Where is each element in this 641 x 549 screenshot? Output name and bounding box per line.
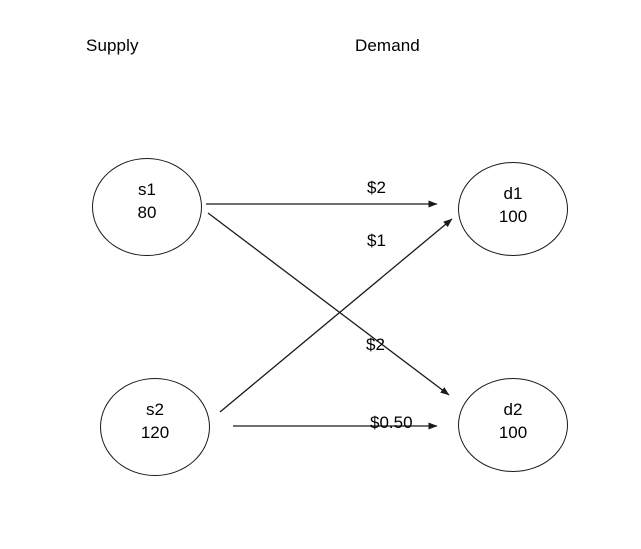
- edge-label-s1-d2: $2: [366, 335, 385, 354]
- edge-label-s2-d2: $0.50: [370, 413, 413, 432]
- node-d2-value: 100: [498, 423, 528, 442]
- node-s1-value: 80: [137, 203, 157, 222]
- node-s1-label: s1: [138, 180, 156, 199]
- node-s1[interactable]: s1 80: [92, 158, 202, 256]
- edge-label-s2-d1: $1: [367, 231, 386, 250]
- node-s2-label: s2: [146, 400, 164, 419]
- node-d2[interactable]: d2 100: [458, 378, 568, 472]
- demand-column-header: Demand: [355, 36, 420, 55]
- node-d2-label: d2: [503, 400, 523, 419]
- edge-s2-d1: [219, 218, 453, 413]
- node-d1-label: d1: [503, 184, 523, 203]
- supply-column-header: Supply: [86, 36, 139, 55]
- node-s2-value: 120: [140, 423, 170, 442]
- node-s2[interactable]: s2 120: [100, 378, 210, 476]
- edge-label-s1-d1: $2: [367, 178, 386, 197]
- edge-s1-d2: [207, 212, 450, 396]
- node-d1-value: 100: [498, 207, 528, 226]
- node-d1[interactable]: d1 100: [458, 162, 568, 256]
